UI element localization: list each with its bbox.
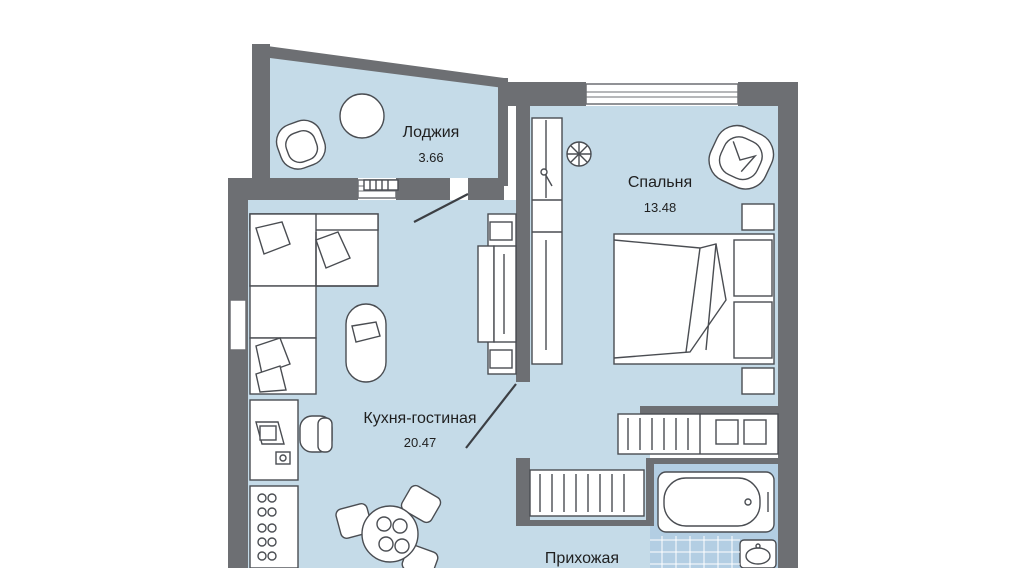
loggia-table <box>339 93 385 139</box>
wall-top-left-b <box>396 178 450 200</box>
coffee-table <box>345 303 387 383</box>
wall-right <box>778 82 798 568</box>
living-door-swing <box>465 383 517 449</box>
loggia-outer-wall-top <box>252 44 504 88</box>
loggia-area: 3.66 <box>418 150 444 165</box>
hall-wardrobe <box>529 469 645 517</box>
hanger-icon <box>540 168 553 187</box>
loggia-radiator <box>363 179 399 191</box>
hall-name: Прихожая <box>544 550 620 567</box>
wall-living-bedroom <box>516 90 530 382</box>
kitchen-counter <box>249 485 299 568</box>
loggia-wall-right <box>498 78 508 186</box>
tv-unit <box>477 213 517 375</box>
living-furniture <box>249 213 517 568</box>
hall-furniture <box>529 413 779 517</box>
sofa-cushions <box>255 221 351 393</box>
bathtub <box>657 471 775 533</box>
hanger-rows <box>539 418 689 512</box>
bedroom-wardrobe <box>531 117 563 365</box>
sink <box>739 539 777 568</box>
wall-bedroom-bottom <box>640 406 778 414</box>
wall-left <box>228 178 248 568</box>
wall-bath-top <box>646 458 778 464</box>
wall-top-left-a <box>228 178 358 200</box>
living-area: 20.47 <box>403 435 437 450</box>
doors <box>413 193 517 449</box>
bathroom-furniture <box>657 471 777 568</box>
double-bed <box>613 203 775 395</box>
living-name: Кухня-гостиная <box>363 410 477 427</box>
fan-icon <box>566 141 592 167</box>
desk-chair <box>299 415 333 453</box>
loggia-armchair <box>275 119 327 170</box>
wall-hall-divider <box>646 462 654 524</box>
bedroom-armchair <box>708 124 775 190</box>
loggia-wall-left <box>252 44 270 184</box>
wall-top-mid <box>468 178 504 200</box>
loggia-furniture <box>275 93 399 191</box>
bedroom-window <box>585 83 739 105</box>
desk <box>249 399 299 481</box>
loggia-name: Лоджия <box>402 124 460 141</box>
wall-hall-left <box>516 458 530 524</box>
bedroom-name: Спальня <box>627 174 693 191</box>
bedroom-area: 13.48 <box>643 200 677 215</box>
bedroom-furniture <box>531 117 775 395</box>
wall-wardrobe-bottom <box>516 520 654 526</box>
walls <box>228 44 798 568</box>
living-window-left <box>229 299 247 351</box>
dining-set <box>335 484 442 568</box>
loggia-door-swing <box>413 193 469 223</box>
bath-tile-grid <box>650 536 740 568</box>
bedroom-side-wardrobe <box>617 413 779 455</box>
